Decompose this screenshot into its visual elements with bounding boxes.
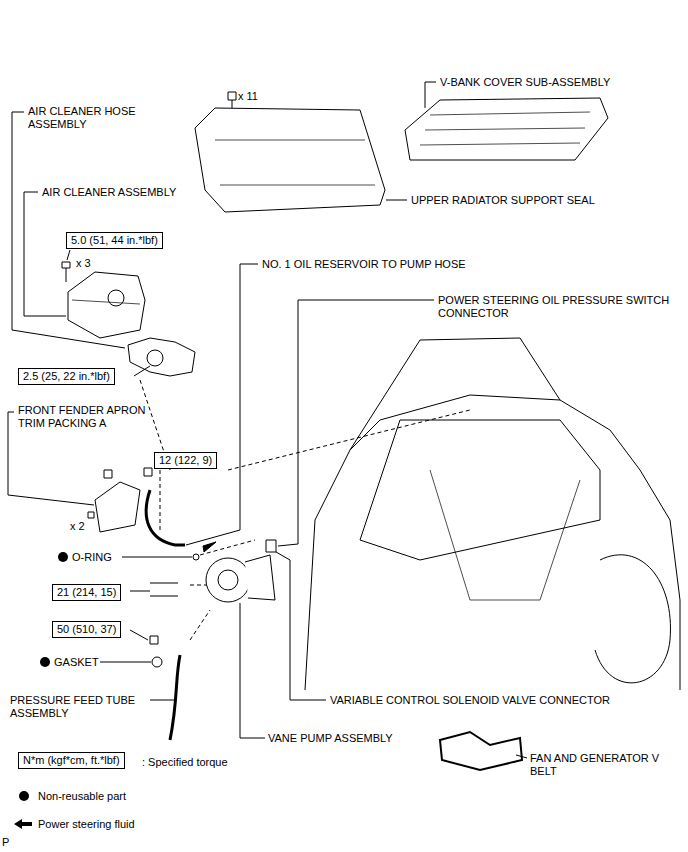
torque-value: N*m (kgf*cm, ft.*lbf) (23, 754, 120, 766)
torque-box: 2.5 (25, 22 in.*lbf) (18, 368, 115, 385)
part-label: AIR CLEANER ASSEMBLY (42, 186, 176, 199)
part-label: x 11 (238, 90, 258, 103)
part-label: NO. 1 OIL RESERVOIR TO PUMP HOSE (262, 258, 466, 271)
part-label: UPPER RADIATOR SUPPORT SEAL (411, 194, 595, 207)
torque-box: 21 (214, 15) (52, 584, 121, 601)
part-label: V-BANK COVER SUB-ASSEMBLY (440, 76, 610, 89)
torque-value: 21 (214, 15) (57, 586, 116, 598)
part-label: x 2 (70, 520, 85, 533)
torque-value: 50 (510, 37) (57, 623, 116, 635)
fluid-arrow (203, 542, 216, 552)
part-label: VARIABLE CONTROL SOLENOID VALVE CONNECTO… (330, 694, 610, 707)
radiator-support-seal (195, 108, 385, 212)
non-reusable-dot (58, 552, 68, 562)
part-label: P (2, 836, 9, 849)
legend-dot (19, 791, 29, 801)
v-belt (440, 732, 522, 770)
part-label: PRESSURE FEED TUBE ASSEMBLY (10, 694, 150, 720)
part-label: x 3 (76, 257, 91, 270)
vehicle-front (305, 395, 680, 690)
torque-box: 50 (510, 37) (52, 621, 121, 638)
part-label: FRONT FENDER APRON TRIM PACKING A (18, 404, 158, 430)
vane-pump (206, 558, 250, 602)
torque-value: 2.5 (25, 22 in.*lbf) (23, 370, 110, 382)
part-label: VANE PUMP ASSEMBLY (268, 732, 393, 745)
part-label: FAN AND GENERATOR V BELT (530, 752, 680, 778)
torque-box: 12 (122, 9) (154, 452, 217, 469)
legend-text: Power steering fluid (38, 818, 135, 831)
legend-text: : Specified torque (142, 756, 228, 769)
non-reusable-dot (40, 657, 50, 667)
part-label: O-RING (72, 551, 112, 564)
legend-text: Non-reusable part (38, 790, 126, 803)
torque-box: 5.0 (51, 44 in.*lbf) (66, 232, 163, 249)
part-label: AIR CLEANER HOSE ASSEMBLY (28, 105, 158, 131)
fender-trim (95, 482, 140, 532)
air-cleaner-hose (128, 338, 195, 376)
torque-box: N*m (kgf*cm, ft.*lbf) (18, 752, 125, 769)
v-bank-cover (405, 98, 608, 160)
legend-arrow (14, 819, 32, 829)
torque-value: 12 (122, 9) (159, 454, 212, 466)
part-label: POWER STEERING OIL PRESSURE SWITCH CONNE… (438, 294, 678, 320)
air-cleaner (68, 272, 145, 338)
part-label: GASKET (54, 656, 99, 669)
torque-value: 5.0 (51, 44 in.*lbf) (71, 234, 158, 246)
